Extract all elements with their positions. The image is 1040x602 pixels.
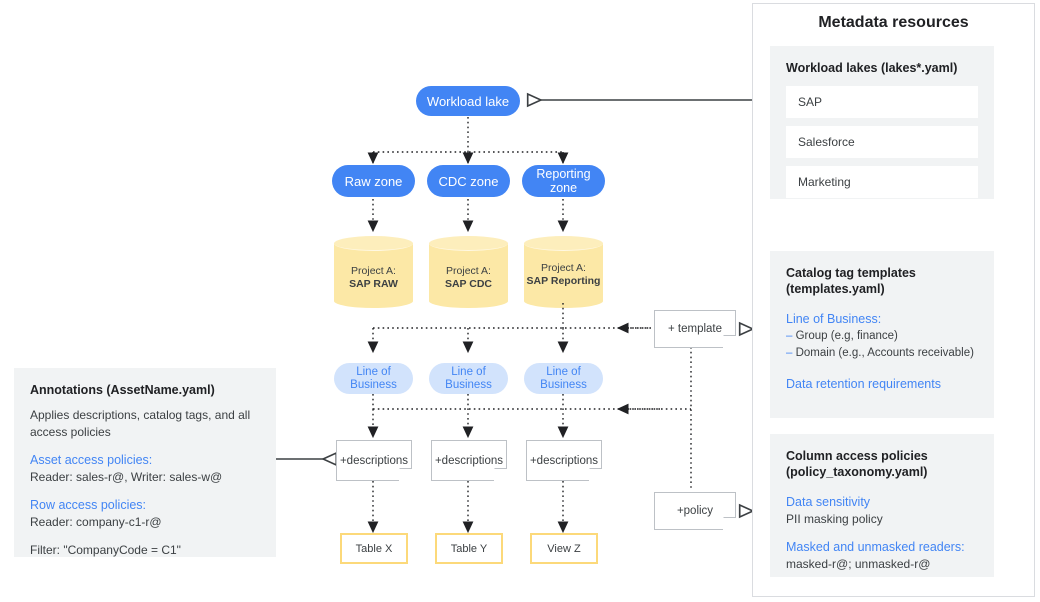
asset-node-table-x[interactable]: Table X (340, 533, 408, 564)
masked-readers-value: masked-r@; unmasked-r@ (786, 557, 931, 571)
workload-lake-node[interactable]: Workload lake (416, 86, 520, 116)
descriptions-note-raw[interactable]: +descriptions (336, 440, 412, 481)
dash-icon: – (786, 347, 793, 359)
project-cylinder-sap-cdc[interactable]: Project A: SAP CDC (429, 236, 508, 308)
project-line1: Project A: (351, 265, 396, 277)
project-line2: SAP Reporting (526, 275, 601, 287)
annotations-panel: Annotations (AssetName.yaml) Applies des… (14, 368, 276, 557)
policy-note[interactable]: +policy (654, 492, 736, 530)
catalog-tag-templates-card: Catalog tag templates (templates.yaml) L… (770, 251, 994, 418)
cylinder-cap (429, 236, 508, 251)
zone-node-raw[interactable]: Raw zone (332, 165, 415, 197)
workload-lakes-card: Workload lakes (lakes*.yaml) SAP Salesfo… (770, 46, 994, 199)
lake-item-sap[interactable]: SAP (786, 86, 978, 118)
lob-node-cdc[interactable]: Line of Business (429, 363, 508, 394)
zone-label: Reporting zone (536, 167, 591, 195)
templates-heading-line1: Catalog tag templates (786, 266, 916, 280)
lob-line1: Line of (451, 365, 486, 378)
project-line2: SAP RAW (349, 278, 398, 290)
note-fold-corner (723, 335, 736, 348)
template-note[interactable]: + template (654, 310, 736, 348)
lake-item-marketing[interactable]: Marketing (786, 166, 978, 198)
row-access-policies-label: Row access policies: (30, 498, 147, 512)
data-retention-label: Data retention requirements (786, 377, 941, 391)
cylinder-text: Project A: SAP RAW (349, 265, 398, 291)
lob-node-reporting[interactable]: Line of Business (524, 363, 603, 394)
cylinder-text: Project A: SAP Reporting (527, 262, 601, 288)
project-line1: Project A: (446, 265, 491, 277)
descriptions-label: +descriptions (529, 454, 599, 467)
cylinder-base (334, 294, 413, 308)
templates-bullet-domain-text: Domain (e.g., Accounts receivable) (795, 347, 974, 359)
lob-node-raw[interactable]: Line of Business (334, 363, 413, 394)
asset-label: View Z (547, 542, 581, 555)
lob-line1: Line of (356, 365, 391, 378)
descriptions-label: +descriptions (434, 454, 504, 467)
lob-line2: Business (350, 378, 397, 391)
zone-label: CDC zone (438, 173, 499, 189)
data-sensitivity-label: Data sensitivity (786, 495, 871, 509)
note-fold-corner (589, 468, 602, 481)
asset-node-table-y[interactable]: Table Y (435, 533, 503, 564)
policies-heading-line2: (policy_taxonomy.yaml) (786, 465, 928, 479)
cylinder-cap (334, 236, 413, 251)
line-of-business-label: Line of Business: (786, 312, 882, 326)
templates-bullet-group-text: Group (e.g, finance) (795, 330, 898, 342)
project-cylinder-sap-reporting[interactable]: Project A: SAP Reporting (524, 236, 603, 308)
cylinder-base (429, 294, 508, 308)
policy-note-label: +policy (676, 505, 714, 517)
lob-line1: Line of (546, 365, 581, 378)
template-note-label: + template (667, 323, 723, 335)
row-filter-value: Filter: "CompanyCode = C1" (30, 543, 181, 557)
templates-bullet-domain: – Domain (e.g., Accounts receivable) (786, 345, 978, 362)
asset-access-policies-value: Reader: sales-r@, Writer: sales-w@ (30, 470, 223, 484)
annotations-description: Applies descriptions, catalog tags, and … (30, 408, 251, 439)
project-line2: SAP CDC (444, 278, 493, 290)
descriptions-label: +descriptions (339, 454, 409, 467)
column-access-policies-card: Column access policies (policy_taxonomy.… (770, 434, 994, 577)
zone-node-cdc[interactable]: CDC zone (427, 165, 510, 197)
row-access-policies-value: Reader: company-c1-r@ (30, 515, 162, 529)
lake-item-salesforce[interactable]: Salesforce (786, 126, 978, 158)
masked-readers-label: Masked and unmasked readers: (786, 540, 965, 554)
descriptions-note-reporting[interactable]: +descriptions (526, 440, 602, 481)
note-fold-corner (399, 468, 412, 481)
asset-node-view-z[interactable]: View Z (530, 533, 598, 564)
project-line1: Project A: (541, 262, 586, 274)
policies-heading-line1: Column access policies (786, 449, 928, 463)
templates-heading-line2: (templates.yaml) (786, 282, 885, 296)
dash-icon: – (786, 330, 793, 342)
workload-lake-label: Workload lake (426, 93, 510, 109)
asset-access-policies-label: Asset access policies: (30, 453, 153, 467)
data-sensitivity-value: PII masking policy (786, 512, 883, 526)
templates-bullet-group: – Group (e.g, finance) (786, 328, 978, 345)
asset-label: Table Y (450, 542, 488, 555)
cylinder-text: Project A: SAP CDC (445, 265, 492, 291)
zone-node-reporting[interactable]: Reporting zone (522, 165, 605, 197)
annotations-title: Annotations (AssetName.yaml) (30, 383, 215, 397)
cylinder-base (524, 294, 603, 308)
cylinder-cap (524, 236, 603, 251)
workload-lakes-heading: Workload lakes (lakes*.yaml) (786, 61, 958, 75)
lob-line2: Business (445, 378, 492, 391)
asset-label: Table X (355, 542, 393, 555)
lob-line2: Business (540, 378, 587, 391)
zone-label: Raw zone (344, 173, 403, 189)
project-cylinder-sap-raw[interactable]: Project A: SAP RAW (334, 236, 413, 308)
note-fold-corner (723, 517, 736, 530)
metadata-resources-title: Metadata resources (818, 14, 969, 31)
descriptions-note-cdc[interactable]: +descriptions (431, 440, 507, 481)
note-fold-corner (494, 468, 507, 481)
